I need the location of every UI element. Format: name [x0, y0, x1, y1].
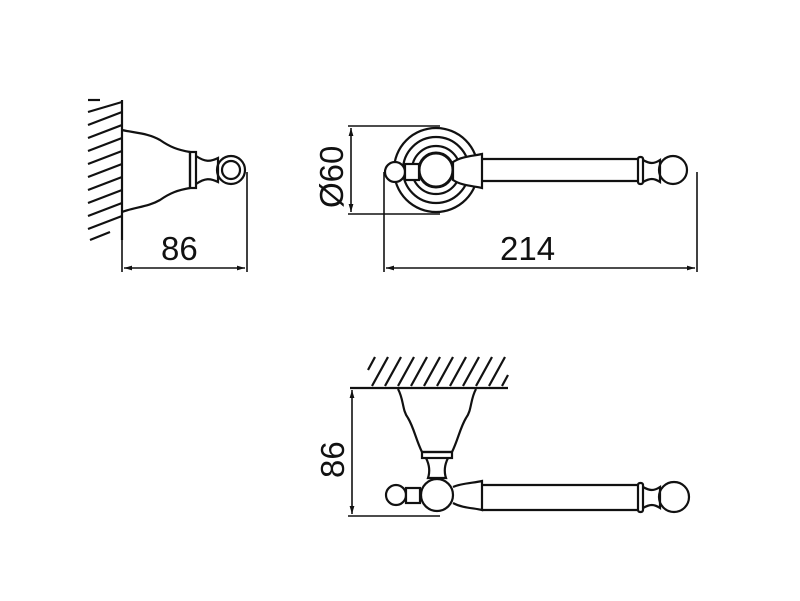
side-view: 86 — [87, 98, 248, 272]
right-connector — [452, 479, 484, 512]
left-stem — [403, 162, 421, 182]
right-connector — [451, 152, 484, 190]
neck — [425, 457, 449, 480]
finial-neck — [642, 484, 662, 511]
side-depth-label: 86 — [161, 230, 198, 267]
center-hub — [417, 151, 455, 189]
front-length-label: 214 — [500, 230, 555, 267]
bar-end-collar — [636, 481, 645, 514]
top-depth-label: 86 — [314, 441, 351, 478]
top-view: 86 — [314, 356, 691, 517]
left-stem — [404, 486, 422, 505]
finial-ball — [657, 154, 689, 186]
arm-ring-inner — [220, 159, 242, 181]
finial-neck — [642, 157, 662, 185]
front-view: 214 Ø60 — [313, 125, 698, 272]
ceiling-hatch — [350, 356, 509, 390]
front-diameter-label: Ø60 — [313, 146, 350, 208]
arm-ring-outer — [215, 154, 247, 186]
collar — [188, 150, 198, 190]
left-knob — [384, 483, 408, 507]
neck — [195, 155, 220, 185]
wall-hatch — [87, 98, 124, 242]
finial-ball — [657, 480, 691, 514]
pivot-ball — [419, 477, 455, 513]
collar — [420, 450, 454, 460]
ceiling-flange — [397, 388, 477, 454]
bar-end-collar — [636, 155, 645, 186]
left-knob — [383, 160, 407, 184]
wall-flange — [121, 128, 192, 214]
